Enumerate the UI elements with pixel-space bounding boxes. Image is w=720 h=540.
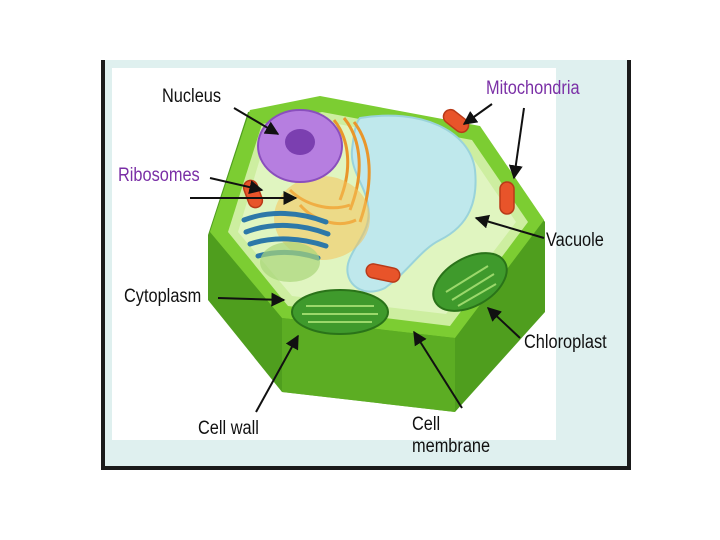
label-cell-membrane-line1: Cell — [412, 414, 440, 436]
arrow-mito-1 — [464, 104, 492, 124]
label-nucleus: Nucleus — [162, 86, 221, 108]
label-cell-wall: Cell wall — [198, 418, 259, 440]
label-ribosomes: Ribosomes — [118, 165, 200, 187]
label-cell-membrane-line2: membrane — [412, 436, 490, 458]
nucleus-shape — [258, 110, 342, 182]
nucleolus-region — [260, 242, 320, 282]
label-mitochondria: Mitochondria — [486, 78, 580, 100]
arrow-mito-2 — [514, 108, 524, 178]
label-vacuole: Vacuole — [546, 230, 604, 252]
label-chloroplast: Chloroplast — [524, 332, 607, 354]
label-cytoplasm: Cytoplasm — [124, 286, 201, 308]
